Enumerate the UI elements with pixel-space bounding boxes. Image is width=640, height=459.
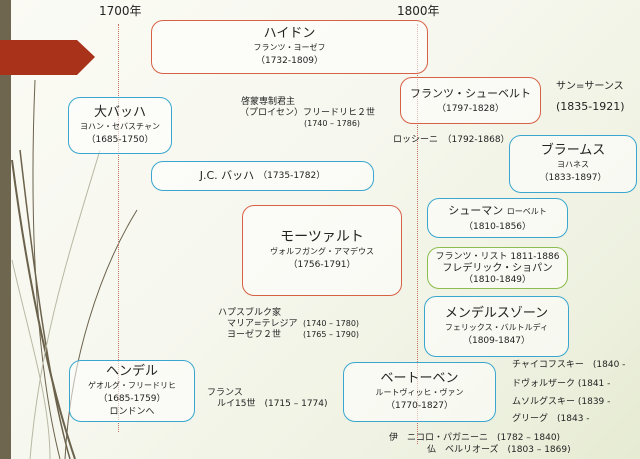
- curve-1: [11, 159, 76, 459]
- composer-box-bach[interactable]: 大バッハ ヨハン・セバスチャン （1685-1750）: [68, 97, 172, 154]
- composer-fullname: フェリックス・バルトルディ: [444, 322, 549, 332]
- composer-years: （1770-1827）: [385, 401, 454, 411]
- composer-box-mozart[interactable]: モーツァルト ヴォルフガング・アマデウス （1756-1791）: [242, 205, 402, 296]
- composer-years: （1732-1809）: [255, 56, 324, 66]
- composer-fullname: ルートヴィッヒ・ヴァン: [375, 388, 464, 397]
- composer-name: メンデルスゾーン: [444, 305, 549, 321]
- composer-box-handel[interactable]: ヘンデル ゲオルグ・フリードリヒ （1685-1759） ロンドンへ: [69, 360, 195, 422]
- paganini-note: 伊 ニコロ・パガニーニ (1782 – 1840): [389, 433, 561, 443]
- tchaikovsky-note: チャイコフスキー (1840 -: [512, 360, 626, 370]
- composer-box-schumann[interactable]: シューマン ローベルト （1810-1856）: [427, 198, 568, 238]
- sidebar-bar: [0, 0, 11, 459]
- composer-box-liszt-chopin[interactable]: フランツ・リスト 1811-1886 フレデリック・ショパン （1810-184…: [427, 247, 568, 289]
- year-1700-label: 1700年: [99, 4, 142, 18]
- composer-name: J.C. バッハ: [199, 169, 255, 182]
- composer-fullname: ローベルト: [506, 206, 547, 216]
- composer-box-haydn[interactable]: ハイドン フランツ・ヨーゼフ （1732-1809）: [151, 20, 428, 74]
- composer-name: モーツァルト: [280, 229, 364, 245]
- composer-name: ヘンデル: [105, 364, 158, 379]
- composer-fullname: ゲオルグ・フリードリヒ: [88, 381, 176, 390]
- composer-years: （1685-1759）: [98, 394, 166, 404]
- composer-years: （1810-1856）: [463, 221, 532, 232]
- composer-name: ハイドン: [263, 26, 316, 41]
- composer-box-jc-bach[interactable]: J.C. バッハ （1735-1782）: [151, 161, 374, 191]
- joseph2: ヨーゼフ２世: [227, 330, 282, 340]
- composer-years: （1810-1849）: [463, 274, 532, 285]
- france-title: フランス: [207, 388, 243, 398]
- maria-theresa-years: (1740 – 1780): [303, 319, 360, 328]
- composer-box-mendelssohn[interactable]: メンデルスゾーン フェリックス・バルトルディ （1809-1847）: [424, 296, 569, 357]
- curve-3: [32, 79, 61, 459]
- composer-years: （1797-1828）: [436, 103, 505, 114]
- berlioz-note: 仏 ベルリオーズ (1803 – 1869): [427, 445, 571, 455]
- grieg-note: グリーグ (1843 -: [512, 414, 590, 424]
- habsburg-title: ハプスブルク家: [218, 308, 282, 318]
- joseph2-years: (1765 – 1790): [303, 330, 360, 339]
- year-1800-line: [417, 24, 418, 444]
- composer-fullname: フランツ・ヨーゼフ: [253, 43, 326, 52]
- composer-name: フランツ・シューベルト: [410, 86, 531, 100]
- rossini-note: ロッシーニ （1792-1868）: [393, 135, 510, 145]
- louis15: ルイ15世 (1715 – 1774): [217, 399, 328, 409]
- year-1700-line: [118, 24, 119, 432]
- composer-years: （1685-1750）: [86, 134, 154, 145]
- title-arrow-shape: [0, 40, 95, 75]
- composer-box-beethoven[interactable]: ベートーベン ルートヴィッヒ・ヴァン （1770-1827）: [343, 362, 496, 422]
- composer-name: シューマン: [448, 203, 504, 217]
- composer-fullname: ヴォルフガング・アマデウス: [270, 247, 374, 256]
- mussorgsky-note: ムソルグスキー (1839 -: [512, 397, 611, 407]
- liszt-line: フランツ・リスト 1811-1886: [435, 251, 560, 262]
- composer-years: （1809-1847）: [462, 335, 531, 346]
- composer-fullname: ヨハネス: [557, 160, 589, 169]
- composer-name: 大バッハ: [93, 104, 146, 120]
- dvorak-note: ドヴォルザーク (1841 -: [512, 379, 611, 389]
- composer-box-brahms[interactable]: ブラームス ヨハネス （1833-1897）: [509, 135, 637, 193]
- composer-box-schubert[interactable]: フランツ・シューベルト （1797-1828）: [400, 77, 541, 124]
- composer-years: （1756-1791）: [288, 260, 356, 270]
- composer-years: （1735-1782）: [258, 171, 326, 181]
- chopin-line: フレデリック・ショパン: [442, 262, 553, 274]
- composer-name: ブラームス: [540, 143, 606, 158]
- prussia-years: (1740 – 1786): [304, 119, 361, 128]
- prussia-king: （プロイセン）フリードリヒ２世: [240, 108, 376, 118]
- maria-theresa: マリア=テレジア: [227, 319, 298, 329]
- year-1800-label: 1800年: [397, 4, 440, 18]
- saint-saens-name: サン=サーンス: [556, 81, 624, 92]
- curve-6: [11, 259, 51, 459]
- composer-name-line: シューマン ローベルト: [448, 203, 547, 220]
- composer-note: ロンドンへ: [109, 407, 155, 417]
- composer-years: （1833-1897）: [539, 173, 607, 183]
- curve-2: [19, 149, 71, 459]
- saint-saens-years: (1835-1921): [556, 100, 625, 113]
- prussia-title: 啓蒙専制君主: [241, 97, 296, 107]
- composer-fullname: ヨハン・セバスチャン: [80, 121, 160, 131]
- composer-name: ベートーベン: [380, 371, 459, 386]
